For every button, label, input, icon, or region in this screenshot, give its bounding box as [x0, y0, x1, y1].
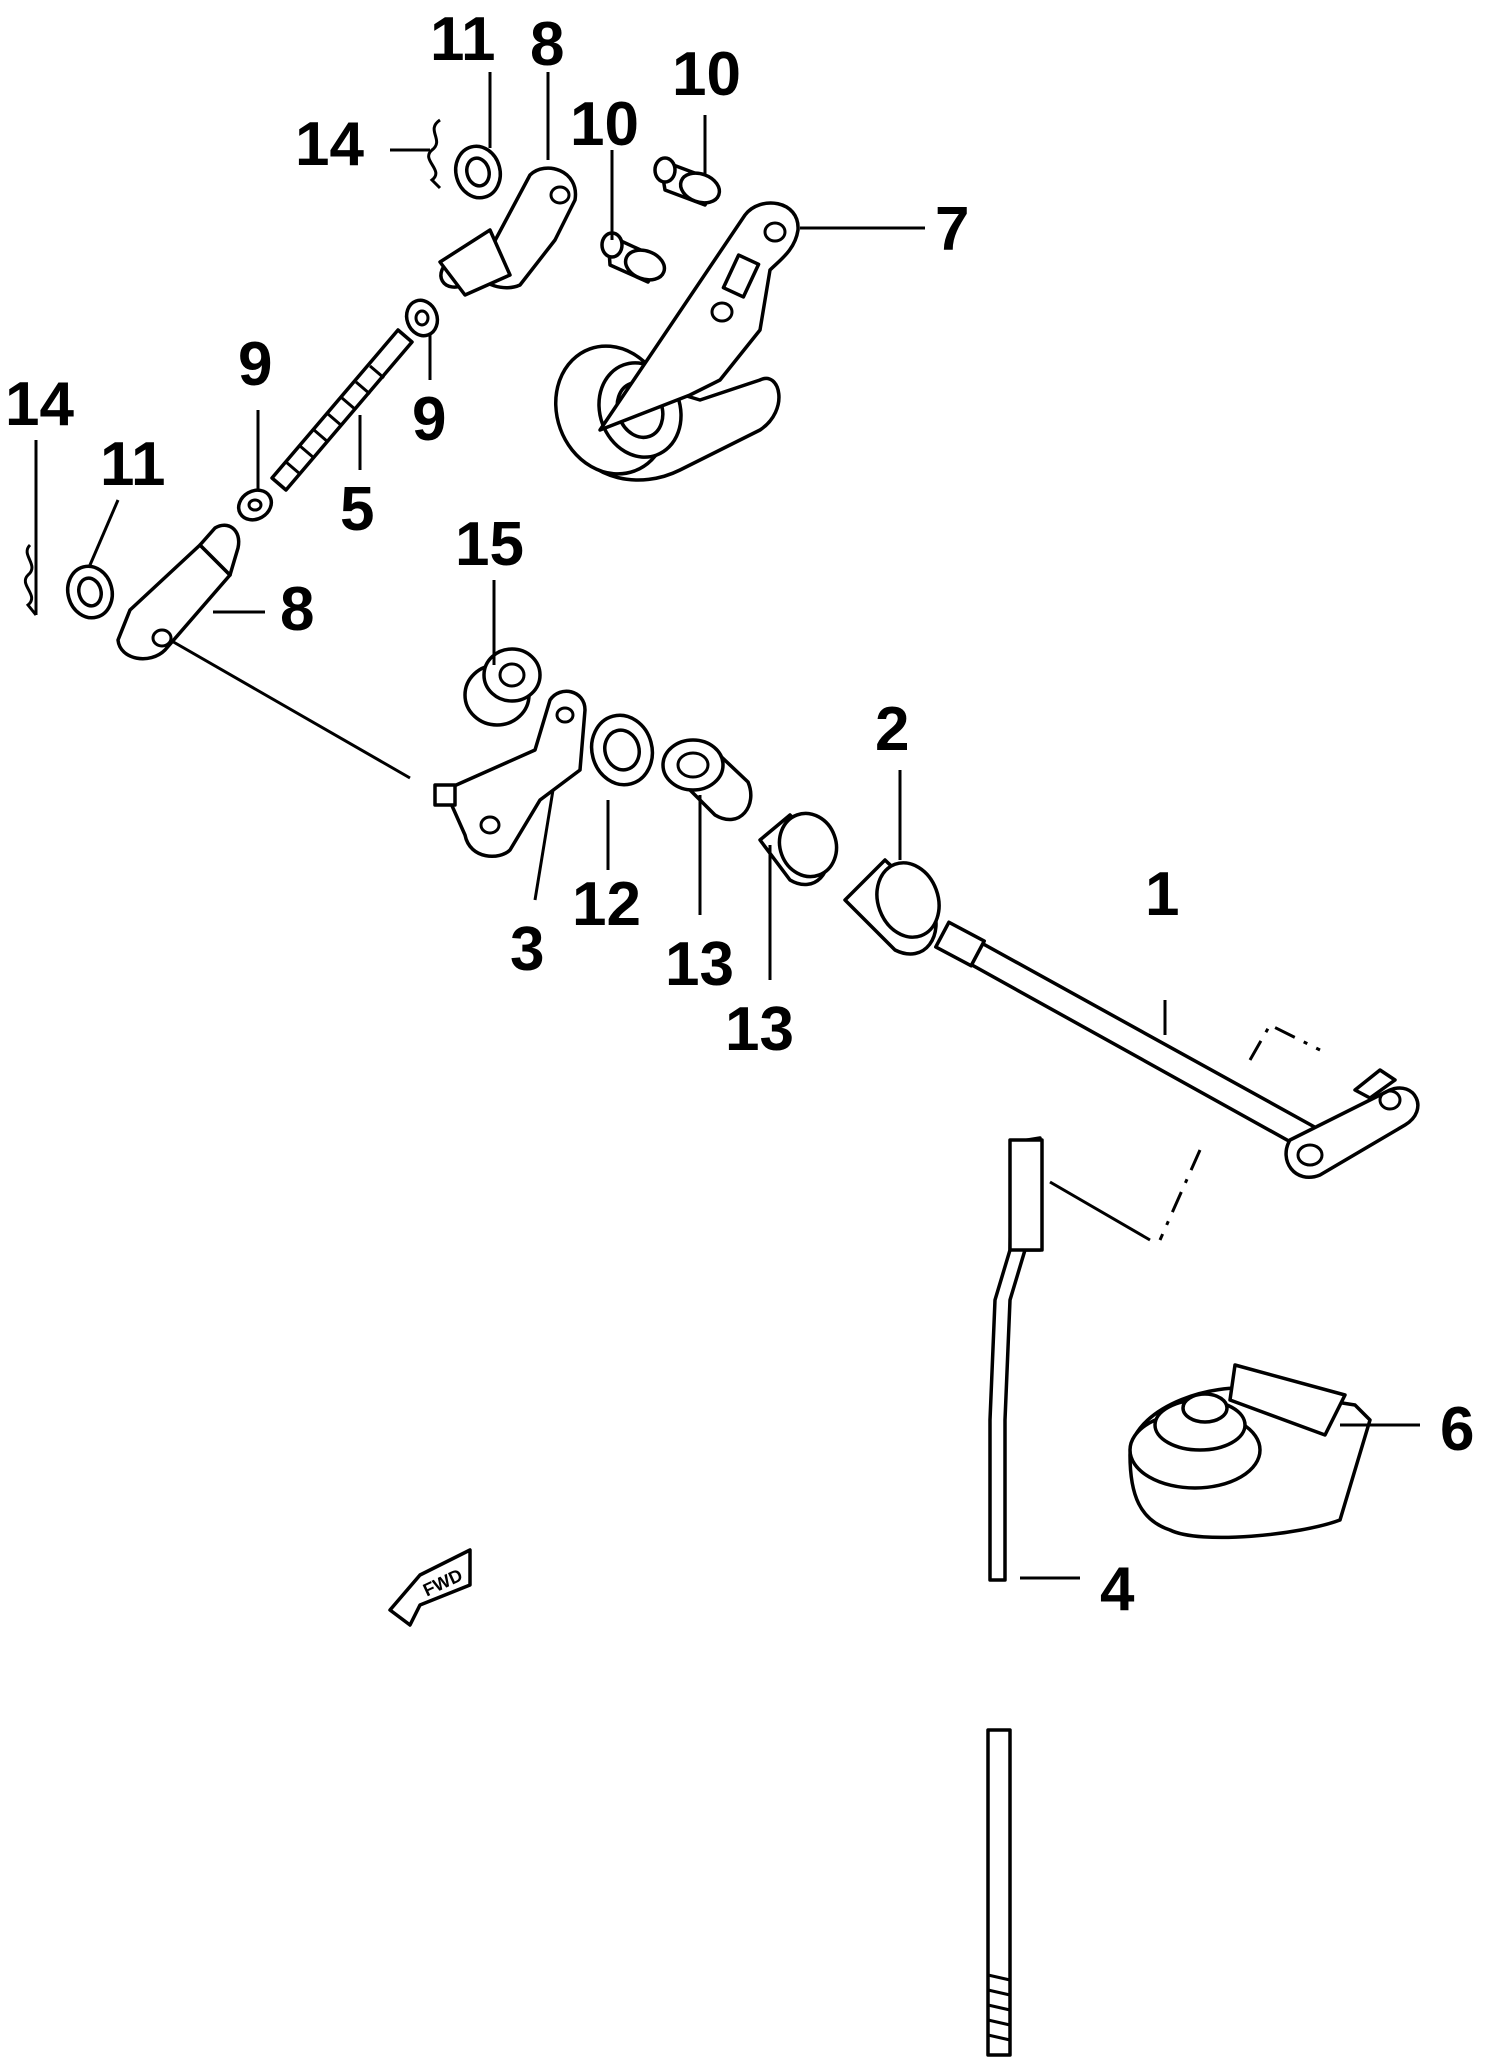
callout-9b: 9 — [412, 385, 446, 454]
callout-1: 1 — [1145, 860, 1179, 929]
callout-9a: 9 — [238, 330, 272, 399]
part-5-threaded-rod — [270, 328, 414, 492]
leader-lines — [34, 72, 1420, 1580]
part-8-rod-end-upper — [438, 166, 578, 297]
part-11-washer-lower — [65, 564, 115, 620]
callout-13a: 13 — [665, 930, 734, 999]
callout-11b: 11 — [100, 430, 166, 499]
part-7-throttle-lever — [553, 201, 800, 482]
assembly-line-rod-end — [169, 638, 411, 780]
part-6-damper — [1128, 1363, 1372, 1540]
part-12-washer — [589, 713, 655, 787]
callout-13b: 13 — [725, 995, 794, 1064]
part-11-washer-upper — [453, 144, 503, 200]
part-13-collar-lower — [758, 811, 839, 887]
callout-4: 4 — [1100, 1555, 1135, 1624]
part-9-nut-upper — [404, 298, 440, 338]
callout-6: 6 — [1440, 1395, 1474, 1464]
part-10-bolt-upper — [653, 156, 722, 207]
part-2-sleeve — [843, 858, 941, 956]
callout-10a: 10 — [672, 40, 741, 109]
callout-8a: 8 — [530, 10, 564, 79]
callout-12: 12 — [572, 870, 641, 939]
part-15-bushing — [463, 647, 542, 727]
part-4-link-rod — [986, 1136, 1044, 2057]
assembly-line-crank-upper — [1248, 1023, 1321, 1061]
part-10-bolt-lower — [600, 231, 667, 284]
callout-15: 15 — [455, 510, 524, 579]
part-9-nut-lower — [236, 488, 274, 522]
callout-5: 5 — [340, 475, 374, 544]
part-1-shaft-crank — [934, 920, 1420, 1179]
forward-arrow-icon: FWD — [388, 1548, 472, 1627]
part-14-clip-lower — [23, 543, 38, 616]
assembly-line-crank-lower — [1158, 1149, 1202, 1241]
callout-7: 7 — [935, 195, 969, 264]
callout-14b: 14 — [5, 370, 74, 439]
callout-14a: 14 — [295, 110, 364, 179]
assembly-line-rod-crank — [1049, 1180, 1151, 1242]
callout-3: 3 — [510, 915, 544, 984]
part-14-clip-upper — [427, 118, 442, 190]
callout-2: 2 — [875, 695, 909, 764]
part-13-collar-upper — [661, 738, 753, 822]
callout-11a: 11 — [430, 5, 496, 74]
callout-8b: 8 — [280, 575, 314, 644]
part-3-bracket — [433, 689, 587, 858]
callout-10b: 10 — [570, 90, 639, 159]
part-8-rod-end-lower — [116, 523, 241, 661]
